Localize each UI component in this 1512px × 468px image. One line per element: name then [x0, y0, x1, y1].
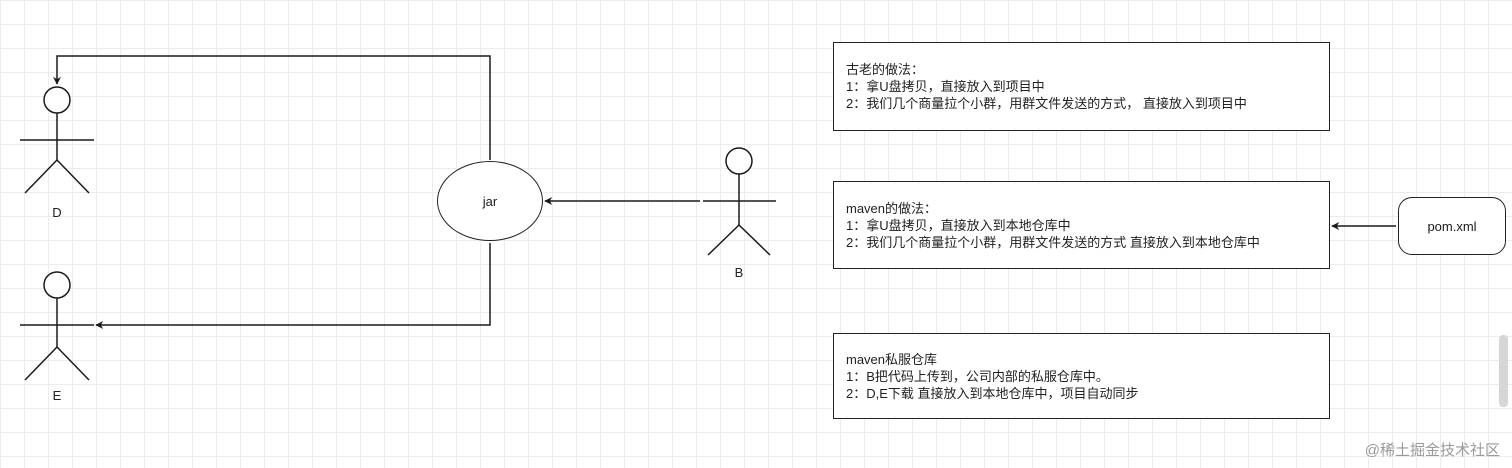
jar-node[interactable]: jar: [437, 161, 543, 241]
note-maven-method-title: maven的做法：: [846, 200, 938, 216]
actor-b-label: B: [734, 265, 744, 280]
actor-b-figure: [703, 147, 776, 256]
note-old-method[interactable]: 古老的做法： 1：拿U盘拷贝，直接放入到项目中 2：我们几个商量拉个小群，用群文…: [833, 42, 1330, 131]
arrow-jar-to-e: [95, 243, 491, 329]
actor-d-label: D: [52, 205, 62, 220]
actor-e-figure: [20, 271, 94, 381]
note-private-repo-title: maven私服仓库: [846, 351, 938, 367]
watermark: @稀土掘金技术社区: [1364, 442, 1500, 459]
note-private-repo[interactable]: maven私服仓库 1：B把代码上传到，公司内部的私服仓库中。 2：D,E下载 …: [833, 333, 1330, 419]
pom-xml-node[interactable]: pom.xml: [1398, 197, 1506, 255]
note-maven-method[interactable]: maven的做法： 1：拿U盘拷贝，直接放入到本地仓库中 2：我们几个商量拉个小…: [833, 181, 1330, 269]
jar-label: jar: [482, 193, 498, 209]
note-private-repo-line1: 1：B把代码上传到，公司内部的私服仓库中。: [846, 368, 1109, 384]
note-maven-method-line2: 2：我们几个商量拉个小群，用群文件发送的方式 直接放入到本地仓库中: [846, 234, 1260, 250]
scrollbar-thumb[interactable]: [1499, 335, 1508, 407]
note-old-method-line1: 1：拿U盘拷贝，直接放入到项目中: [846, 79, 1045, 94]
note-old-method-title: 古老的做法：: [846, 62, 925, 77]
arrow-jar-to-d: [53, 55, 491, 160]
pom-xml-label: pom.xml: [1427, 218, 1477, 234]
actor-d-figure: [20, 86, 94, 194]
actor-e-label: E: [52, 388, 62, 403]
note-private-repo-line2: 2：D,E下载 直接放入到本地仓库中，项目自动同步: [846, 385, 1139, 401]
note-old-method-line2: 2：我们几个商量拉个小群，用群文件发送的方式， 直接放入到项目中: [846, 96, 1247, 111]
note-maven-method-line1: 1：拿U盘拷贝，直接放入到本地仓库中: [846, 217, 1071, 233]
